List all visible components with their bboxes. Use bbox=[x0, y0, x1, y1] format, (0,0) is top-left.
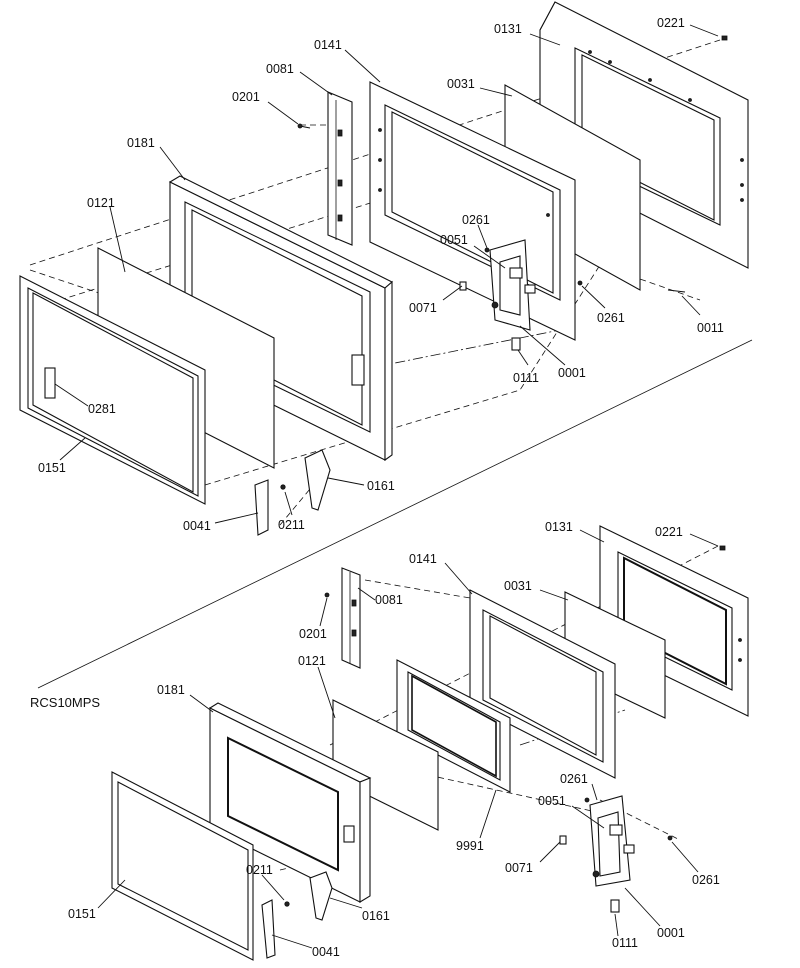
label-0221-b: 0221 bbox=[655, 525, 683, 539]
label-0001: 0001 bbox=[558, 366, 586, 380]
top-part-labels: 0221 0131 0141 0081 0031 0201 0181 0121 … bbox=[38, 16, 724, 533]
label-0121: 0121 bbox=[87, 196, 115, 210]
part-0071-switch bbox=[459, 281, 467, 291]
label-0071-b: 0071 bbox=[505, 861, 533, 875]
part-0001-latch-mechanism bbox=[489, 239, 536, 331]
label-0261-d: 0261 bbox=[692, 873, 720, 887]
part-0011-pin bbox=[667, 289, 686, 293]
part-0201-screw bbox=[297, 123, 311, 129]
label-0031: 0031 bbox=[447, 77, 475, 91]
bottom-part-labels: 0131 0221 0141 0031 0081 0201 0121 0181 … bbox=[68, 520, 720, 959]
bottom-leaders bbox=[97, 529, 719, 949]
label-0201-b: 0201 bbox=[299, 627, 327, 641]
label-0181: 0181 bbox=[127, 136, 155, 150]
part-0261-screw-d bbox=[667, 835, 673, 841]
label-0041-b: 0041 bbox=[312, 945, 340, 959]
part-0081-hinge-b bbox=[341, 567, 361, 669]
part-0001-latch-mechanism-b bbox=[589, 795, 635, 887]
part-0071-switch-b bbox=[559, 835, 567, 845]
label-0261-c: 0261 bbox=[560, 772, 588, 786]
part-9991-glass-frame bbox=[396, 659, 511, 793]
label-0151: 0151 bbox=[38, 461, 66, 475]
label-0141-b: 0141 bbox=[409, 552, 437, 566]
label-0031-b: 0031 bbox=[504, 579, 532, 593]
part-0151-front-panel bbox=[19, 275, 206, 505]
bottom-assembly: RCS10MPS bbox=[30, 520, 749, 961]
part-0151-front-panel-b bbox=[111, 771, 254, 961]
part-0111-stop-b bbox=[610, 899, 620, 913]
part-0041-latch-plate bbox=[254, 479, 269, 536]
part-0261-screw-c bbox=[584, 797, 590, 803]
label-0201: 0201 bbox=[232, 90, 260, 104]
part-0131-back-frame-b bbox=[599, 525, 749, 717]
label-0211: 0211 bbox=[278, 518, 305, 532]
section-divider bbox=[37, 339, 753, 689]
part-0081-hinge bbox=[327, 91, 353, 246]
top-assembly: 0221 0131 0141 0081 0031 0201 0181 0121 … bbox=[19, 1, 749, 536]
label-0261-a: 0261 bbox=[462, 213, 490, 227]
model-label: RCS10MPS bbox=[30, 695, 100, 710]
label-0121-b: 0121 bbox=[298, 654, 326, 668]
label-0011: 0011 bbox=[697, 321, 724, 335]
part-0211-screw bbox=[280, 484, 286, 490]
label-0071: 0071 bbox=[409, 301, 437, 315]
label-0161: 0161 bbox=[367, 479, 395, 493]
part-0261-screw-b bbox=[577, 280, 583, 286]
label-0081-b: 0081 bbox=[375, 593, 403, 607]
label-0131-b: 0131 bbox=[545, 520, 573, 534]
part-0111-stop bbox=[511, 337, 521, 351]
part-0181-door-frame-b bbox=[208, 702, 372, 903]
part-0141-inner-frame-b bbox=[469, 589, 616, 779]
label-0221: 0221 bbox=[657, 16, 685, 30]
label-0131: 0131 bbox=[494, 22, 522, 36]
label-0281: 0281 bbox=[88, 402, 116, 416]
part-0161-latch-b bbox=[309, 871, 333, 921]
label-0161-b: 0161 bbox=[362, 909, 390, 923]
label-9991: 9991 bbox=[456, 839, 484, 853]
part-0261-screw-a bbox=[484, 247, 490, 253]
label-0261-b: 0261 bbox=[597, 311, 625, 325]
part-0131-back-frame bbox=[539, 1, 749, 269]
part-0211-screw-b bbox=[284, 901, 290, 907]
label-0111-b: 0111 bbox=[612, 936, 638, 950]
top-leaders bbox=[54, 24, 719, 524]
label-0151-b: 0151 bbox=[68, 907, 96, 921]
part-0201-screw-b bbox=[324, 592, 330, 598]
label-0051: 0051 bbox=[440, 233, 468, 247]
part-0161-latch bbox=[304, 449, 331, 511]
part-0041-latch-plate-b bbox=[261, 899, 276, 959]
label-0111: 0111 bbox=[513, 371, 539, 385]
label-0001-b: 0001 bbox=[657, 926, 685, 940]
label-0181-b: 0181 bbox=[157, 683, 185, 697]
part-0121-glass-b bbox=[332, 699, 439, 831]
label-0141: 0141 bbox=[314, 38, 342, 52]
label-0041: 0041 bbox=[183, 519, 211, 533]
label-0211-b: 0211 bbox=[246, 863, 273, 877]
label-0051-b: 0051 bbox=[538, 794, 566, 808]
label-0081: 0081 bbox=[266, 62, 294, 76]
